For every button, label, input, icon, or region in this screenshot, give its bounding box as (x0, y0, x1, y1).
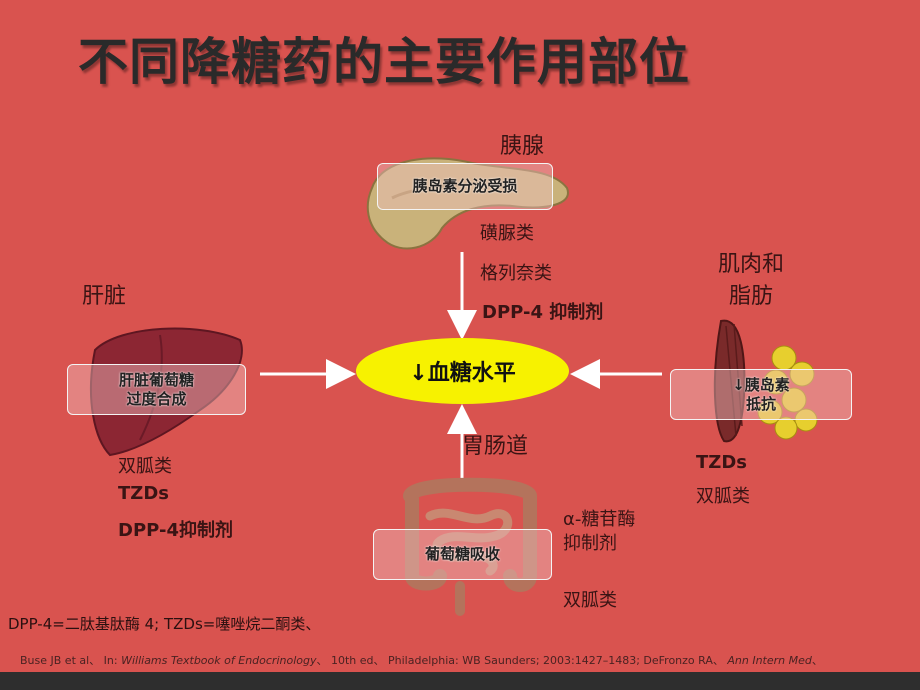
liver-drug-1: 双胍类 (118, 456, 172, 477)
pancreas-box-text: 胰岛素分泌受损 (412, 177, 518, 196)
liver-box-line2: 过度合成 (126, 389, 187, 408)
liver-illustration (89, 327, 243, 457)
blood-glucose-oval: ↓血糖水平 (356, 338, 569, 404)
pancreas-drug-3: DPP-4 抑制剂 (482, 302, 604, 323)
pancreas-drug-1: 磺脲类 (480, 223, 534, 244)
muscle-box: ↓胰岛素 抵抗 (670, 369, 852, 420)
gut-box-text: 葡萄糖吸收 (424, 545, 500, 564)
center-text: ↓血糖水平 (409, 361, 516, 386)
gut-drug-extra: 双胍类 (563, 590, 617, 611)
liver-box-line1: 肝脏葡萄糖 (118, 370, 194, 389)
gut-label: 胃肠道 (462, 434, 529, 459)
pancreas-illustration (366, 157, 569, 250)
reference-part3: 、 (811, 654, 823, 667)
muscle-box-line2: 抵抗 (745, 394, 776, 413)
liver-drug-3: DPP-4抑制剂 (118, 520, 234, 541)
muscle-label-line2: 脂肪 (729, 284, 774, 309)
reference-part1: Buse JB et al、 In: (20, 654, 122, 667)
gut-box: 葡萄糖吸收 (373, 529, 552, 580)
intestine-illustration (403, 477, 537, 616)
gut-drug-line2: 抑制剂 (563, 533, 617, 554)
liver-drug-2: TZDs (118, 483, 169, 504)
muscle-fat-illustration (713, 319, 818, 443)
muscle-label-line1: 肌肉和 (718, 252, 785, 277)
reference-part2: 、 10th ed、 Philadelphia: WB Saunders; 20… (316, 654, 728, 667)
liver-label: 肝脏 (82, 284, 127, 309)
pancreas-drug-2: 格列奈类 (480, 263, 552, 284)
gut-drug-line1: α-糖苷酶 (563, 509, 636, 530)
muscle-label: 肌肉和 脂肪 (718, 246, 784, 310)
reference: Buse JB et al、 In: Williams Textbook of … (20, 652, 823, 668)
bottom-bar (0, 672, 920, 690)
reference-book: Williams Textbook of Endocrinology (121, 654, 317, 667)
pancreas-box: 胰岛素分泌受损 (377, 163, 553, 210)
reference-journal: Ann Intern Med (727, 654, 812, 667)
footnote: DPP-4=二肽基肽酶 4; TZDs=噻唑烷二酮类、 (8, 615, 321, 633)
pancreas-label: 胰腺 (500, 134, 545, 159)
muscle-box-line1: ↓胰岛素 (732, 375, 790, 394)
page-title: 不同降糖药的主要作用部位 (78, 33, 690, 91)
muscle-drug-2: 双胍类 (696, 486, 750, 507)
muscle-drug-1: TZDs (696, 452, 747, 473)
liver-box: 肝脏葡萄糖 过度合成 (67, 364, 246, 415)
